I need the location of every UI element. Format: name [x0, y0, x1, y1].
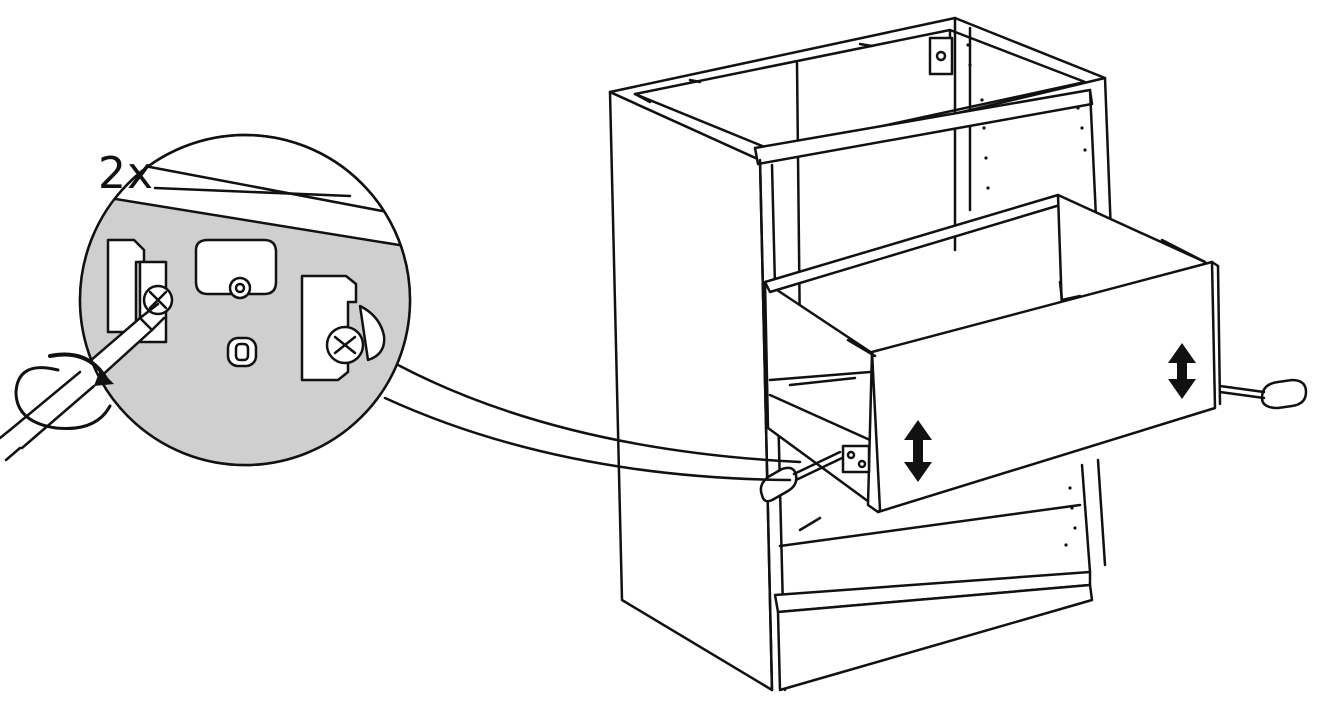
screwdriver-shaft-outside	[0, 370, 96, 462]
rotate-arrow-icon	[14, 352, 114, 431]
cabinet-back-edge	[795, 61, 802, 344]
cabinet-top-bracket	[928, 36, 954, 76]
cabinet-left-side	[608, 90, 774, 692]
vertical-adjust-arrow-icon	[904, 420, 932, 482]
cabinet-front-rail	[753, 88, 1094, 166]
quantity-label: 2x	[98, 148, 155, 199]
detail-left-clip	[106, 238, 146, 334]
detail-callout	[78, 133, 412, 467]
quantity-leader	[153, 186, 352, 198]
vertical-adjust-arrow-icon	[1168, 343, 1196, 399]
drawer-adjuster-fitting	[841, 444, 871, 474]
detail-cam-fitting	[194, 238, 278, 296]
cabinet-top-opening	[633, 28, 1087, 152]
drawer-front-panel	[870, 260, 1217, 514]
drawer	[763, 193, 1222, 514]
screwdriver-icon	[759, 450, 844, 503]
cabinet	[608, 16, 1114, 692]
screwdriver-icon	[1218, 378, 1308, 410]
callout-connector	[396, 363, 802, 464]
